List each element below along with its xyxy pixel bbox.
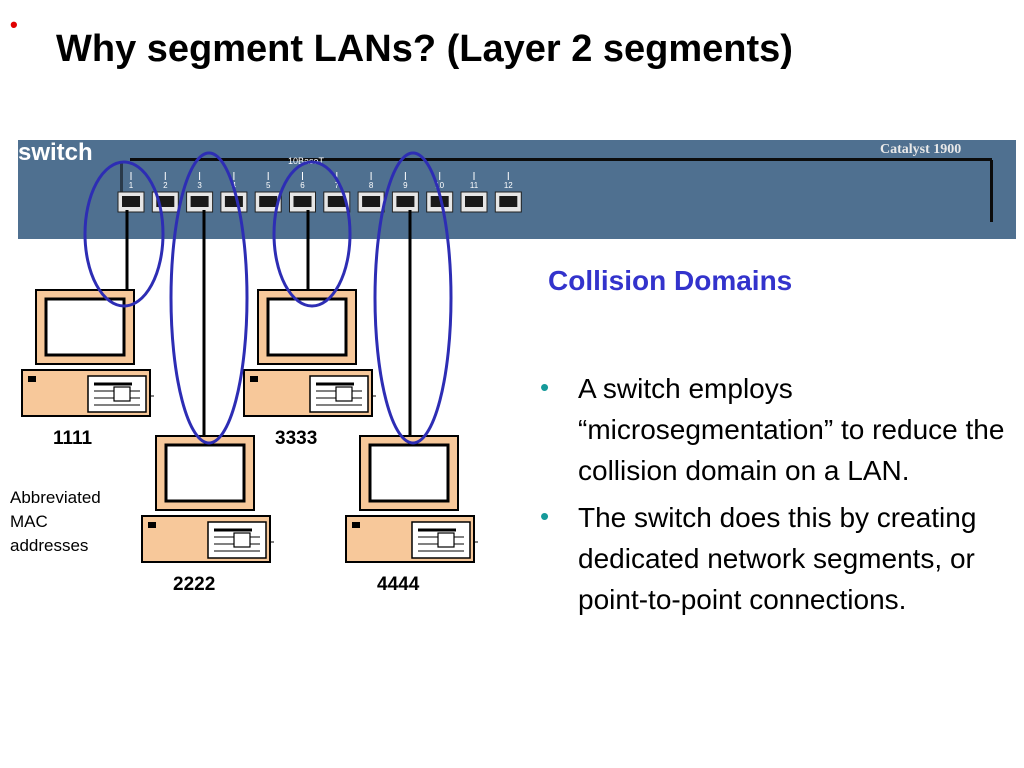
port-number-10: 10 — [435, 181, 444, 190]
mac-label-1111: 1111 — [53, 428, 93, 449]
mac-note-line-2: MAC — [10, 512, 48, 531]
bullet-text-1: A switch employs “microsegmentation” to … — [578, 373, 1005, 486]
switch-panel — [18, 140, 1016, 239]
title-bullet: • — [10, 12, 18, 37]
switch-port-socket-7 — [327, 196, 346, 207]
switch-port-socket-1 — [122, 196, 140, 207]
switch-port-socket-6 — [293, 196, 312, 207]
mac-label-4444: 4444 — [377, 574, 420, 595]
port-number-9: 9 — [403, 181, 408, 190]
port-number-2: 2 — [163, 181, 168, 190]
bullet-item-2: • The switch does this by creating dedica… — [538, 497, 1008, 620]
switch-port-socket-3 — [190, 196, 209, 207]
computer-2222 — [140, 434, 276, 564]
collision-domains — [83, 151, 453, 445]
switch-port-socket-12 — [499, 196, 518, 207]
port-group-label: 10BaseT — [288, 156, 325, 166]
collision-domain-ellipse-3 — [272, 160, 352, 308]
collision-domain-ellipse-4 — [373, 151, 453, 445]
switch-port-socket-5 — [259, 196, 278, 207]
mac-note-line-1: Abbreviated — [10, 488, 101, 507]
port-number-6: 6 — [300, 181, 305, 190]
port-number-3: 3 — [197, 181, 202, 190]
port-number-1: 1 — [129, 181, 134, 190]
computer-4444 — [344, 434, 480, 564]
mac-note-line-3: addresses — [10, 536, 89, 555]
bullet-item-1: • A switch employs “microsegmentation” to… — [538, 368, 1008, 491]
collision-domain-ellipse-1 — [83, 160, 165, 308]
bullet-dot-icon: • — [540, 372, 550, 402]
bullet-dot-icon: • — [540, 501, 550, 531]
switch-port-socket-2 — [156, 196, 175, 207]
switch-port-socket-8 — [362, 196, 381, 207]
port-number-8: 8 — [369, 181, 374, 190]
port-number-11: 11 — [470, 181, 479, 190]
bullet-list: • A switch employs “microsegmentation” to… — [538, 368, 1008, 626]
cables — [125, 210, 412, 438]
collision-domains-heading: Collision Domains — [548, 265, 793, 296]
bullet-text-2: The switch does this by creating dedicat… — [578, 502, 977, 615]
mac-label-2222: 2222 — [173, 574, 216, 595]
switch-model: Catalyst 1900 — [880, 142, 961, 157]
collision-domain-ellipse-2 — [169, 151, 249, 445]
computer-3333 — [242, 288, 378, 418]
switch-port-socket-11 — [465, 196, 483, 207]
port-number-5: 5 — [266, 181, 271, 190]
switch-port-socket-4 — [224, 196, 243, 207]
slide-title: Why segment LANs? (Layer 2 segments) — [56, 28, 793, 70]
mac-note: Abbreviated MAC addresses — [10, 486, 130, 558]
computer-1111 — [20, 288, 156, 418]
switch-port-socket-10 — [430, 196, 449, 207]
port-number-12: 12 — [504, 181, 513, 190]
port-number-7: 7 — [335, 181, 340, 190]
switch-port-socket-9 — [396, 196, 415, 207]
mac-label-3333: 3333 — [275, 428, 318, 449]
switch-label: switch — [18, 139, 93, 166]
